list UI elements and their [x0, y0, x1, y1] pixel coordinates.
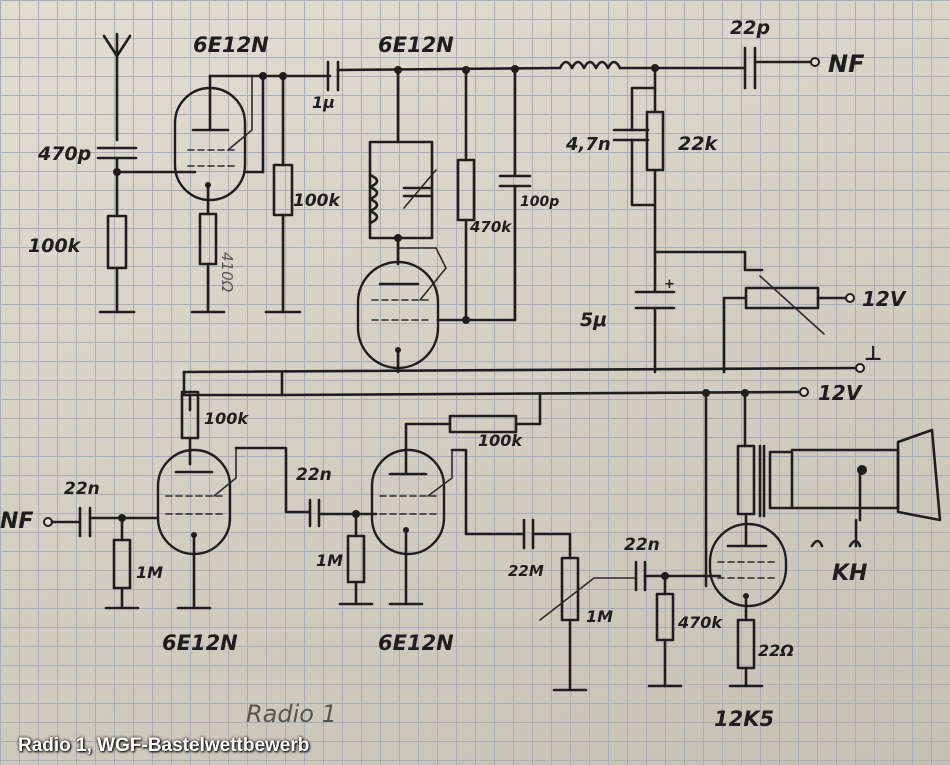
resistor-1m-2: [338, 512, 374, 606]
tube-5-icon: [708, 522, 788, 608]
resistor-1m-in: [104, 516, 140, 610]
choke-icon: [558, 60, 622, 70]
label-22n-4: 22n: [624, 535, 660, 555]
capacitor-22n-in: [50, 506, 160, 538]
label-22n-2: 22n: [296, 465, 332, 485]
label-1u: 1μ: [312, 93, 335, 112]
photo-caption: Radio 1, WGF-Bastelwettbewerb: [18, 735, 310, 756]
stage1-out-wire: [234, 446, 312, 514]
ground-rail: [182, 366, 858, 374]
resistor-100k-grid: [98, 214, 136, 314]
transformer-output: [736, 444, 794, 518]
tube-3-icon: [156, 447, 237, 556]
supply-rail-12v: [280, 390, 802, 397]
capacitor-470p: [96, 146, 138, 217]
resistor-cathode: [190, 186, 226, 314]
fb-wire: [404, 422, 452, 476]
label-100k-grid: 100k: [28, 235, 82, 257]
terminal-ground: ⊥: [864, 341, 882, 365]
label-4n7: 4,7n: [565, 134, 611, 155]
label-470k: 470k: [469, 218, 512, 236]
potentiometer-volume: [539, 556, 637, 692]
capacitor-5u: [634, 290, 676, 374]
resistor-22ohm: [728, 598, 764, 688]
label-tube-2: 6E12N: [378, 33, 454, 57]
label-tube-1: 6E12N: [193, 33, 269, 57]
resistor-100k-fb: [448, 393, 542, 434]
tube-2-icon: [356, 247, 447, 370]
label-tube-4: 6E12N: [378, 631, 454, 655]
resistor-470k-out: [647, 574, 683, 688]
label-22ohm: 22Ω: [758, 641, 794, 660]
tank-circuit: [368, 140, 437, 240]
label-470p: 470p: [37, 143, 91, 165]
capacitor-1u: [326, 60, 340, 92]
capacitor-4n7: [612, 128, 657, 207]
terminal-nf-in: NF: [0, 509, 33, 534]
label-470k-out: 470k: [677, 613, 723, 632]
capacitor-22n-4: [634, 560, 722, 592]
capacitor-100p: [498, 67, 532, 322]
terminal-nf-out: NF: [828, 50, 865, 78]
label-1m-pot: 1M: [586, 607, 613, 626]
filter-wire: [630, 66, 657, 132]
top-bus-mid: [336, 66, 562, 72]
label-22n-in: 22n: [64, 479, 100, 499]
label-100p: 100p: [520, 194, 559, 210]
terminal-12v-b: 12V: [818, 381, 863, 405]
resistor-22k: [645, 86, 665, 292]
label-100k-a1: 100k: [204, 409, 249, 428]
resistor-100k-anode: [264, 74, 302, 314]
label-5u: 5μ: [580, 309, 607, 331]
label-elko-plus: +: [664, 277, 675, 292]
label-tube-5: 12K5: [714, 707, 774, 731]
label-tube-3: 6E12N: [162, 631, 238, 655]
stage2-out-wire: [450, 448, 526, 536]
capacitor-22m: [522, 518, 572, 560]
antenna-icon: [102, 32, 132, 142]
label-22m: 22M: [508, 562, 544, 580]
headphone-jack-icon: [790, 428, 942, 548]
potentiometer-regen: [722, 275, 855, 374]
label-22p: 22p: [730, 17, 770, 39]
label-1m-in: 1M: [136, 563, 163, 582]
tube-1-icon: [173, 74, 253, 202]
label-1m-2: 1M: [316, 551, 343, 570]
terminal-12v-a: 12V: [862, 287, 907, 311]
label-22k: 22k: [678, 133, 718, 155]
label-100k-anode: 100k: [293, 191, 341, 211]
capacitor-22n-2: [308, 498, 378, 528]
diagram-title-note: Radio 1: [246, 700, 337, 728]
pot-wire: [653, 250, 764, 272]
label-kh: KH: [832, 561, 867, 586]
resistor-470k: [456, 68, 476, 322]
label-100k-fb: 100k: [478, 431, 523, 450]
label-410ohm: 410Ω: [218, 252, 236, 293]
capacitor-22p: [743, 46, 820, 90]
tube-4-icon: [370, 448, 453, 556]
